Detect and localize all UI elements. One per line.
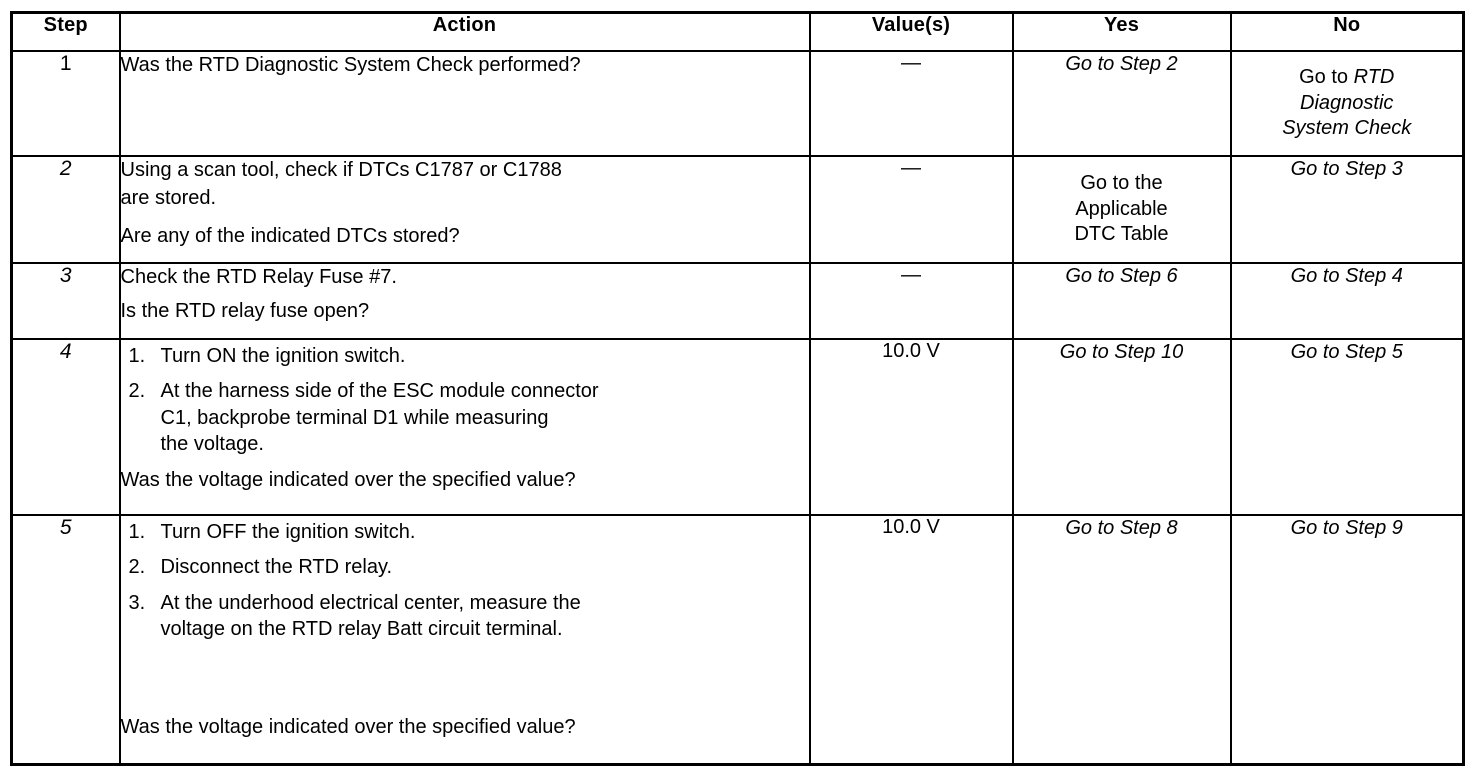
step-number-cell: 4 [10,338,121,516]
no-cell: Go to RTD Diagnostic System Check [1229,50,1465,157]
value-cell: 10.0 V [808,514,1014,765]
step-number-cell: 1 [10,50,121,157]
no-cell: Go to Step 9 [1229,514,1465,765]
action-step-text: Turn ON the ignition switch. [160,345,406,367]
step-number-cell: 2 [10,155,121,264]
action-cell: 1. Turn ON the ignition switch. 2. At th… [118,338,811,516]
yes-cell: Go to Step 6 [1011,262,1232,340]
action-line: Check the RTD Relay Fuse #7. [120,266,397,288]
action-cell: Check the RTD Relay Fuse #7. Is the RTD … [118,262,811,340]
action-step-number: 3. [128,591,146,614]
action-cell: 1. Turn OFF the ignition switch. 2. Disc… [118,514,811,765]
value-cell: — [808,262,1014,340]
no-line: Go to RTD [1232,65,1463,91]
action-line: Using a scan tool, check if DTCs C1787 o… [120,159,562,181]
table-body: 1 Was the RTD Diagnostic System Check pe… [10,50,1465,765]
table-row: 4 1. Turn ON the ignition switch. 2. At … [10,338,1465,516]
action-question: Are any of the indicated DTCs stored? [120,225,460,247]
action-question: Is the RTD relay fuse open? [120,300,370,322]
no-line-ref: RTD [1353,66,1395,89]
column-header-no: No [1229,11,1465,52]
action-step-text: Turn OFF the ignition switch. [160,521,416,543]
action-cell: Using a scan tool, check if DTCs C1787 o… [118,155,811,264]
spacer [121,213,809,223]
value-dash: — [901,264,921,286]
action-step-number: 2. [128,380,146,403]
yes-cell: Go to the Applicable DTC Table [1011,155,1232,264]
diagnostic-step-table: Step Action Value(s) Yes No 1 Was the RT… [10,11,1465,766]
no-line: Go to Step 9 [1290,517,1403,539]
action-step-text: At the harness side of the ESC module co… [160,380,599,456]
action-step-item: 2. Disconnect the RTD relay. [121,554,809,580]
action-question: Was the voltage indicated over the speci… [120,468,576,491]
yes-line: Go to Step 2 [1065,53,1178,75]
action-step-item: 1. Turn OFF the ignition switch. [121,519,809,545]
value-cell: — [808,50,1014,157]
action-step-text: At the underhood electrical center, meas… [160,591,581,641]
yes-cell: Go to Step 8 [1011,514,1232,765]
table-header: Step Action Value(s) Yes No [10,11,1465,52]
no-line: Diagnostic [1300,91,1394,114]
table-row: 3 Check the RTD Relay Fuse #7. Is the RT… [10,262,1465,340]
value-cell: — [808,155,1014,264]
no-line: Go to Step 3 [1290,158,1403,180]
action-line: Was the RTD Diagnostic System Check perf… [120,54,581,76]
yes-cell: Go to Step 2 [1011,50,1232,157]
no-cell: Go to Step 4 [1229,262,1465,340]
no-cell: Go to Step 3 [1229,155,1465,264]
yes-line: Applicable [1075,197,1168,220]
yes-line: Go to Step 8 [1065,517,1178,539]
yes-cell: Go to Step 10 [1011,338,1232,516]
table-row: 5 1. Turn OFF the ignition switch. 2. Di… [10,514,1465,765]
step-number-cell: 5 [10,514,121,765]
action-step-text: Disconnect the RTD relay. [160,556,393,579]
no-line: Go to Step 5 [1290,341,1403,363]
column-header-step: Step [10,11,121,52]
step-number-cell: 3 [10,262,121,340]
action-step-number: 1. [128,345,146,367]
no-line: Go to Step 4 [1290,265,1403,287]
value-dash: — [901,52,921,74]
action-step-list: 1. Turn ON the ignition switch. 2. At th… [121,343,809,458]
header-row: Step Action Value(s) Yes No [10,11,1465,52]
yes-line: Go to the [1080,172,1163,195]
action-step-item: 2. At the harness side of the ESC module… [121,378,809,457]
column-header-action: Action [118,11,811,52]
no-line-prefix: Go to [1299,66,1354,89]
value-dash: — [901,157,921,179]
action-step-number: 2. [128,556,146,579]
column-header-value: Value(s) [808,11,1014,52]
action-cell: Was the RTD Diagnostic System Check perf… [118,50,811,157]
column-header-yes: Yes [1011,11,1232,52]
action-line: are stored. [120,187,217,209]
value-cell: 10.0 V [808,338,1014,516]
action-step-list: 1. Turn OFF the ignition switch. 2. Disc… [121,519,809,643]
table-row: 2 Using a scan tool, check if DTCs C1787… [10,155,1465,264]
no-line: System Check [1282,117,1412,140]
spacer [121,652,809,714]
action-step-number: 1. [128,521,146,543]
action-step-item: 1. Turn ON the ignition switch. [121,343,809,369]
action-step-item: 3. At the underhood electrical center, m… [121,590,809,643]
table-row: 1 Was the RTD Diagnostic System Check pe… [10,50,1465,157]
yes-line: Go to Step 6 [1065,265,1178,287]
yes-line: Go to Step 10 [1059,341,1184,363]
no-cell: Go to Step 5 [1229,338,1465,516]
action-question: Was the voltage indicated over the speci… [120,715,576,738]
yes-line: DTC Table [1074,223,1169,246]
